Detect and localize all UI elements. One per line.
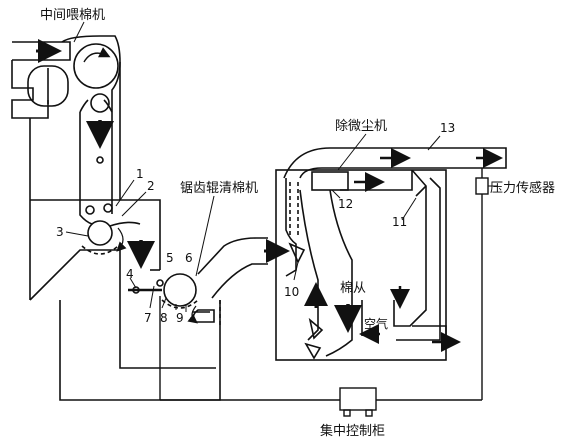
num-2: 2: [147, 179, 155, 193]
label-feeder: 中间喂棉机: [40, 8, 105, 23]
num-6: 6: [185, 251, 193, 265]
num-9: 9: [176, 311, 184, 325]
saw-cleaner: [156, 237, 268, 326]
label-cotton-flow: 棉从: [340, 281, 366, 296]
num-5: 5: [166, 251, 174, 265]
feeder-lower-body: [29, 199, 221, 401]
label-saw-cleaner: 锯齿辊清棉机: [180, 181, 258, 196]
leader-lines: [65, 21, 498, 312]
num-13: 13: [440, 121, 455, 135]
drum-rotation-arrow: [83, 47, 111, 63]
num-12: 12: [338, 197, 353, 211]
label-air: 空气: [364, 316, 388, 331]
num-1: 1: [136, 167, 144, 181]
num-11: 11: [392, 215, 407, 229]
num-8: 8: [160, 311, 168, 325]
num-4: 4: [126, 267, 134, 281]
waste-arrow: [187, 305, 198, 324]
label-pressure-sensor: 压力传感器: [490, 180, 555, 196]
control-loop: [159, 168, 489, 417]
label-dust-remover: 除微尘机: [335, 119, 387, 134]
dust-remover: [275, 147, 507, 361]
num-7: 7: [144, 311, 152, 325]
num-3: 3: [56, 225, 64, 239]
roller-arrow: [116, 227, 127, 252]
feeder-machine: [11, 35, 121, 300]
num-10: 10: [284, 285, 299, 299]
label-control-cabinet: 集中控制柜: [320, 423, 385, 439]
